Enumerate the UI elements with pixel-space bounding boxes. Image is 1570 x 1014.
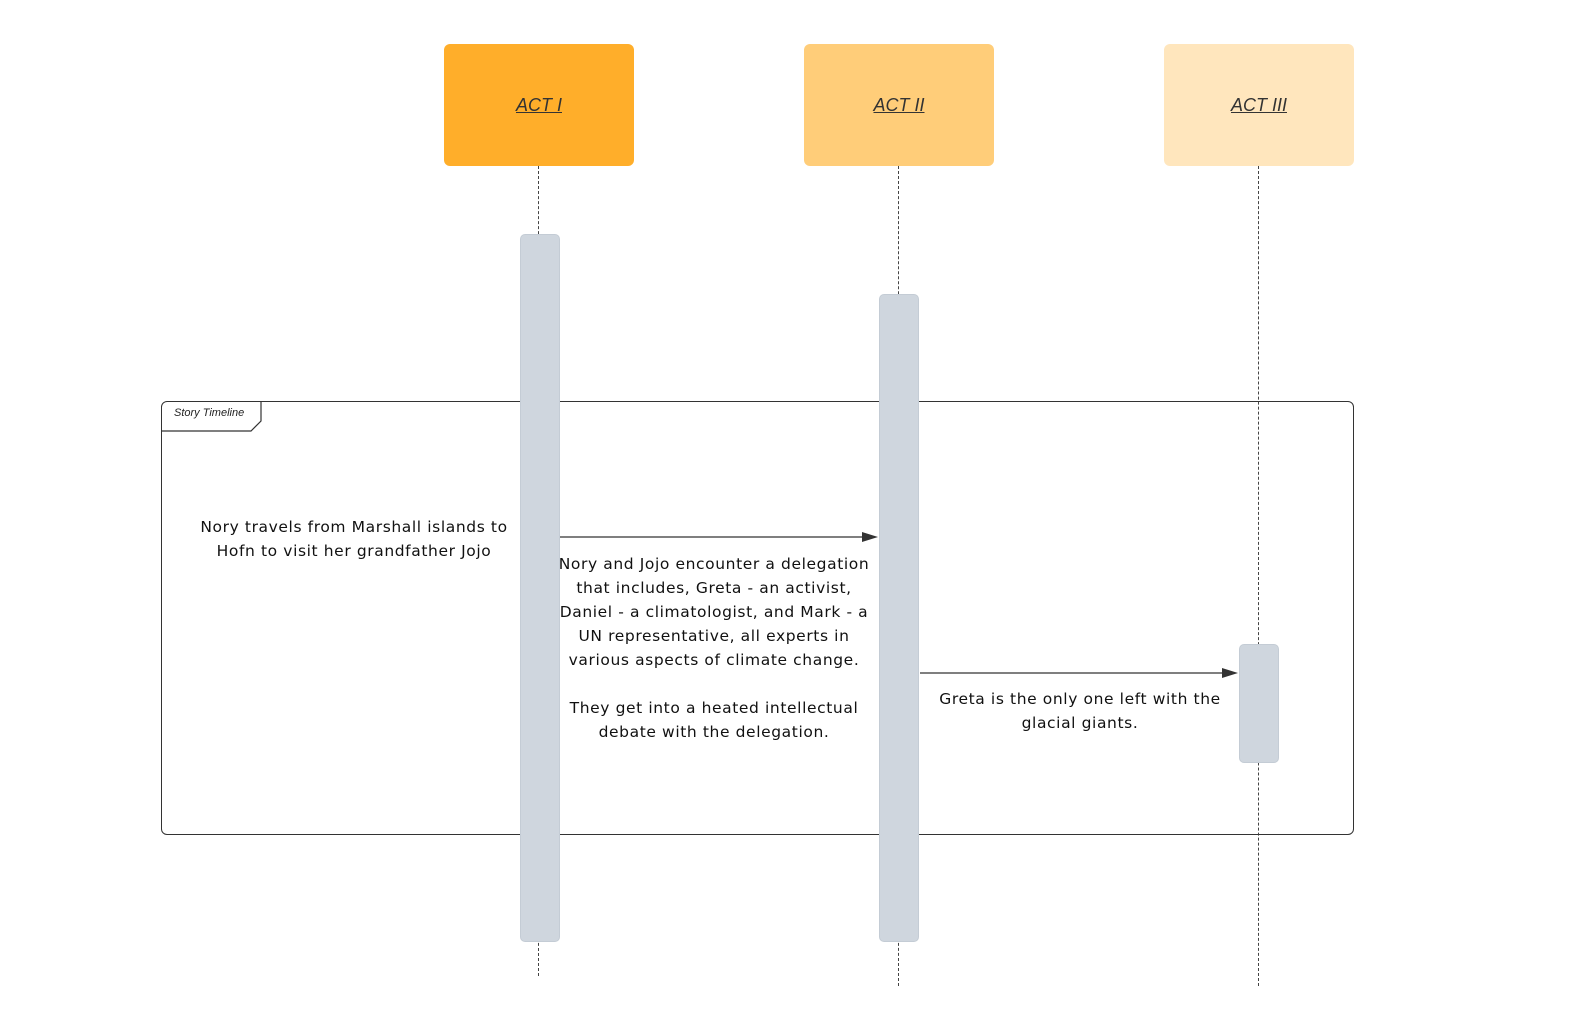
activation-act-2 [879,294,919,942]
frame-label-tab [161,401,262,432]
story-timeline-frame [161,401,1354,835]
frame-label: Story Timeline [174,407,245,419]
actor-act-3[interactable]: ACT III [1164,44,1354,166]
note-act-1: Nory travels from Marshall islands to Ho… [200,518,508,560]
activation-act-3 [1239,644,1279,763]
lifeline-act-3 [1258,166,1259,986]
message-arrow-act2-to-act3 [920,668,1238,678]
actor-act-1[interactable]: ACT I [444,44,634,166]
message-arrow-act1-to-act2 [560,532,878,542]
actor-label-act-3: ACT III [1230,94,1287,115]
actor-label-act-2: ACT II [873,94,925,115]
message-label-act2-to-act3: Greta is the only one left with the glac… [939,690,1221,732]
activation-act-1 [520,234,560,942]
actor-act-2[interactable]: ACT II [804,44,994,166]
message-label-act1-to-act2: Nory and Jojo encounter a delegation tha… [558,555,870,741]
actor-label-act-1: ACT I [515,94,562,115]
